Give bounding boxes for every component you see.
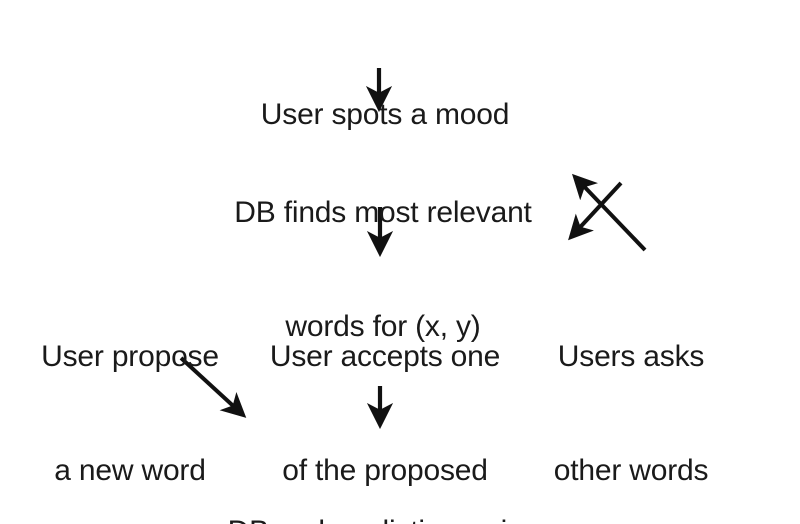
node-line: User accepts one: [269, 340, 501, 373]
node-line: a new word: [54, 454, 206, 487]
node-line: User propose: [41, 340, 219, 373]
node-line: other words: [553, 454, 709, 487]
node-user-accepts-word: User accepts one of the proposed words: [270, 262, 500, 524]
edge-users-asks-to-db: [571, 173, 647, 252]
node-user-spots-mood: User spots a mood: [260, 20, 510, 210]
node-db-makes-adjustements: DB makes dictionnaries ajdustements: [228, 437, 539, 524]
node-users-asks-other-words: Users asks other words: [554, 262, 709, 524]
node-line: User spots a mood: [260, 98, 510, 131]
node-db-finds-words: DB finds most relevant words for (x, y): [234, 118, 532, 422]
node-line: words for (x, y): [285, 310, 481, 343]
node-user-propose-new-word: User propose a new word: [41, 262, 219, 524]
node-line: Users asks: [557, 340, 705, 373]
node-line: DB makes dictionnaries: [228, 513, 539, 524]
node-line: of the proposed: [282, 454, 488, 487]
edge-db-to-users-asks: [568, 181, 623, 241]
node-line: DB finds most relevant: [234, 196, 532, 229]
